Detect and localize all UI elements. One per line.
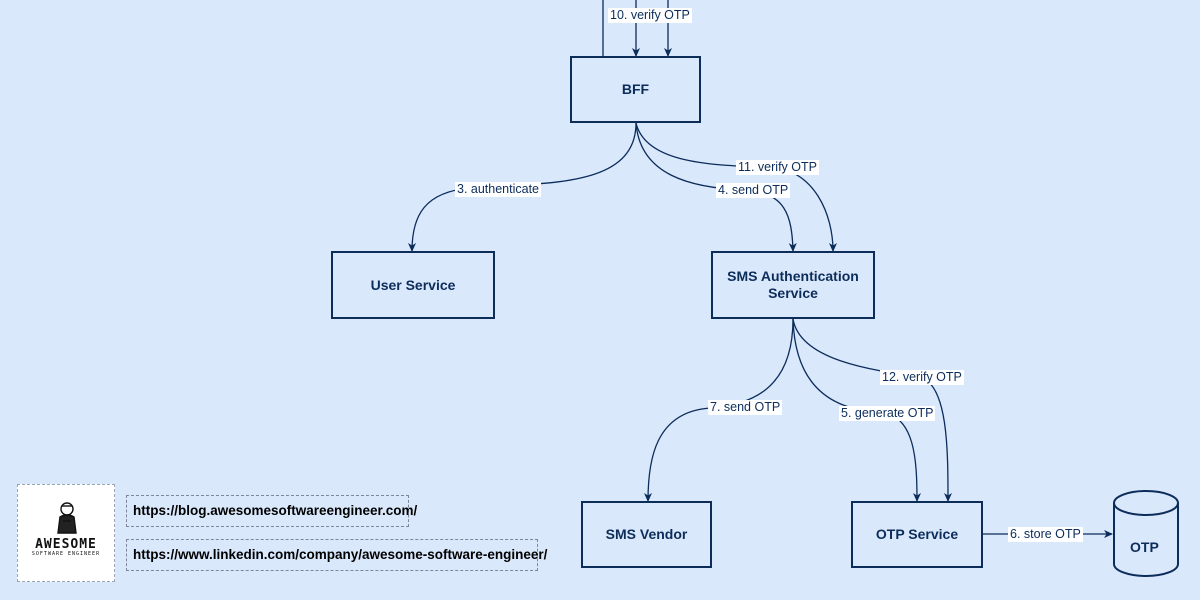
edge-label-3: 3. authenticate	[455, 182, 542, 197]
engineer-mascot-icon	[57, 502, 77, 534]
logo-text: AWESOME	[35, 537, 97, 552]
blog-link[interactable]: https://blog.awesomesoftwareengineer.com…	[126, 495, 417, 527]
user-service-label: User Service	[370, 276, 456, 293]
edge-label-7: 7. send OTP	[708, 400, 783, 415]
logo-subtext: SOFTWARE ENGINEER	[31, 551, 101, 557]
edge-label-10: 10. verify OTP	[608, 8, 692, 23]
edge-label-4: 4. send OTP	[716, 183, 791, 198]
sms-vendor-label: SMS Vendor	[605, 526, 688, 542]
user-service-node: User Service	[331, 251, 495, 319]
otp-store-label: OTP	[1130, 539, 1159, 555]
otp-service-label: OTP Service	[875, 526, 959, 542]
edge-label-6: 6. store OTP	[1008, 527, 1083, 542]
brand-logo: AWESOME SOFTWARE ENGINEER	[17, 484, 115, 582]
sms-auth-service-label: SMS Authentication Service	[727, 268, 859, 301]
sms-auth-service-node: SMS Authentication Service	[711, 251, 875, 319]
linkedin-link[interactable]: https://www.linkedin.com/company/awesome…	[126, 539, 547, 571]
edge-label-12: 12. verify OTP	[880, 370, 964, 385]
edge-label-5: 5. generate OTP	[839, 406, 936, 421]
otp-database-icon	[1113, 490, 1179, 577]
bff-node: BFF	[570, 56, 701, 123]
bff-label: BFF	[621, 81, 650, 97]
edge-label-11: 11. verify OTP	[736, 160, 819, 175]
otp-service-node: OTP Service	[851, 501, 983, 568]
sms-vendor-node: SMS Vendor	[581, 501, 712, 568]
